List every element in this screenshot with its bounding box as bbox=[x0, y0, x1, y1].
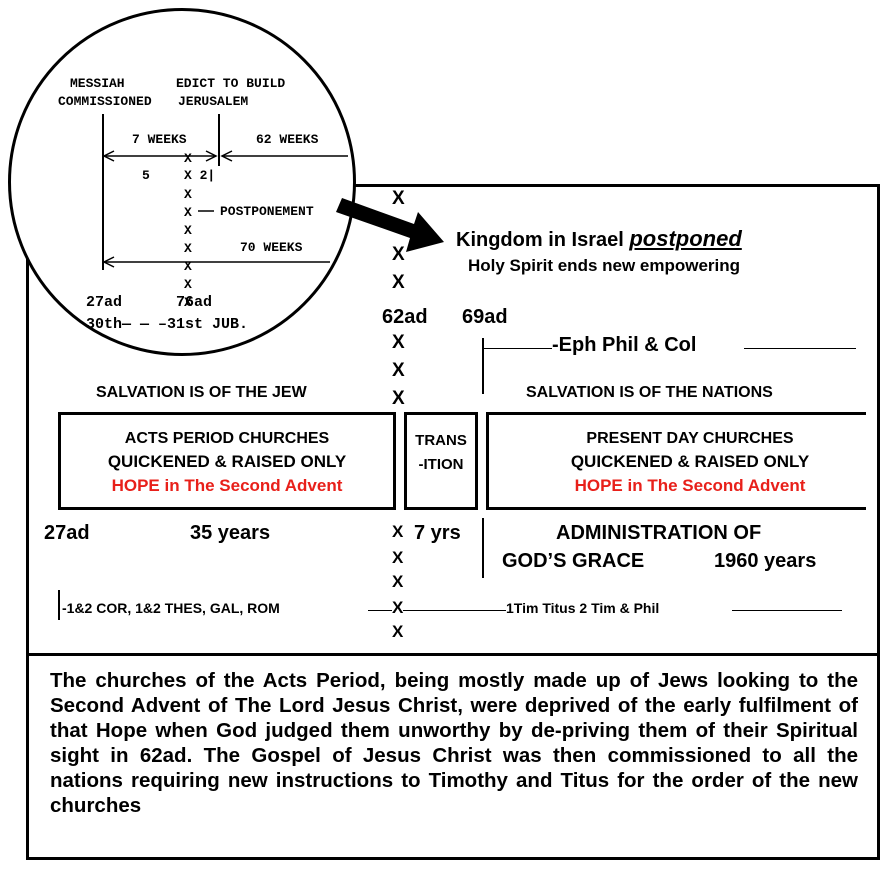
circle-jerusalem: JERUSALEM bbox=[178, 94, 249, 109]
label-62ad: 62ad bbox=[382, 306, 428, 328]
circle-mid-vline bbox=[218, 114, 220, 166]
circle-arrows bbox=[102, 150, 348, 268]
x-mark-5: X bbox=[392, 360, 405, 381]
x-mark-4: X bbox=[392, 332, 405, 353]
present-hope: HOPE in The Second Advent bbox=[574, 476, 806, 495]
circle-62weeks: 62 WEEKS bbox=[256, 132, 319, 147]
lower-vline bbox=[482, 518, 484, 578]
trans-line2: -ITION bbox=[418, 456, 464, 473]
circle-7weeks: 7 WEEKS bbox=[132, 132, 187, 147]
postponed-text: postponed bbox=[629, 226, 742, 251]
acts-line2: QUICKENED & RAISED ONLY bbox=[107, 452, 347, 471]
x-mark-10: X bbox=[392, 598, 404, 618]
salvation-jew: SALVATION IS OF THE JEW bbox=[96, 384, 307, 401]
kingdom-text: Kingdom in Israel bbox=[456, 229, 630, 251]
x-mark-2: X bbox=[392, 244, 405, 265]
label-1960-years: 1960 years bbox=[714, 550, 817, 572]
circle-inset bbox=[8, 8, 356, 356]
x-mark-1: X bbox=[392, 188, 405, 209]
present-line1: PRESENT DAY CHURCHES bbox=[586, 430, 794, 447]
bottom-vline bbox=[58, 590, 60, 620]
circle-27ad: 27ad bbox=[86, 294, 123, 311]
x-mark-8: X bbox=[392, 548, 404, 567]
eph-line-left bbox=[484, 348, 552, 349]
eph-vline bbox=[482, 338, 484, 394]
circle-left-vline bbox=[102, 114, 104, 270]
eph-phil-col: -Eph Phil & Col bbox=[552, 334, 697, 356]
circle-commissioned: COMMISSIONED bbox=[58, 94, 152, 109]
x-mark-6: X bbox=[392, 388, 405, 409]
epistles-right: 1Tim Titus 2 Tim & Phil bbox=[506, 600, 660, 616]
label-35-years: 35 years bbox=[190, 522, 271, 544]
label-27ad: 27ad bbox=[44, 522, 90, 544]
pointer-arrow bbox=[336, 198, 444, 252]
eph-line-right bbox=[744, 348, 856, 349]
circle-x2: X 2| bbox=[184, 168, 216, 183]
caption-text: The churches of the Acts Period, being m… bbox=[50, 669, 858, 817]
x-mark-9: X bbox=[392, 572, 404, 591]
label-69ad: 69ad bbox=[462, 306, 508, 328]
trans-line1: TRANS bbox=[415, 432, 467, 449]
administration-of: ADMINISTRATION OF bbox=[556, 522, 762, 544]
epistles-left: -1&2 COR, 1&2 THES, GAL, ROM bbox=[62, 600, 280, 616]
transition-box bbox=[404, 412, 478, 510]
acts-line1: ACTS PERIOD CHURCHES bbox=[124, 430, 330, 447]
epistles-line-mid bbox=[368, 610, 506, 611]
salvation-nations: SALVATION IS OF THE NATIONS bbox=[526, 384, 773, 401]
x-mark-11: X bbox=[392, 622, 404, 641]
holy-spirit-text: Holy Spirit ends new empowering bbox=[468, 256, 741, 275]
circle-70weeks: 70 WEEKS bbox=[240, 240, 303, 255]
gods-grace: GOD’S GRACE bbox=[502, 550, 645, 572]
caption-frame bbox=[26, 653, 880, 860]
kingdom-heading: Kingdom in Israel postponed bbox=[456, 226, 742, 252]
acts-hope: HOPE in The Second Advent bbox=[111, 476, 343, 495]
circle-postponement: POSTPONEMENT bbox=[220, 204, 314, 219]
present-day-box bbox=[486, 412, 866, 510]
circle-messiah: MESSIAH bbox=[70, 76, 125, 91]
circle-jub: 30th— — –31st JUB. bbox=[86, 316, 249, 333]
x-mark-3: X bbox=[392, 272, 405, 293]
circle-76ad: 76ad bbox=[176, 294, 213, 311]
acts-period-box bbox=[58, 412, 396, 510]
present-line2: QUICKENED & RAISED ONLY bbox=[570, 452, 810, 471]
epistles-line-right bbox=[732, 610, 842, 611]
x-mark-7: X bbox=[392, 522, 404, 541]
label-7-yrs: 7 yrs bbox=[414, 522, 461, 544]
circle-num5: 5 bbox=[142, 168, 150, 183]
circle-edict: EDICT TO BUILD bbox=[176, 76, 286, 91]
